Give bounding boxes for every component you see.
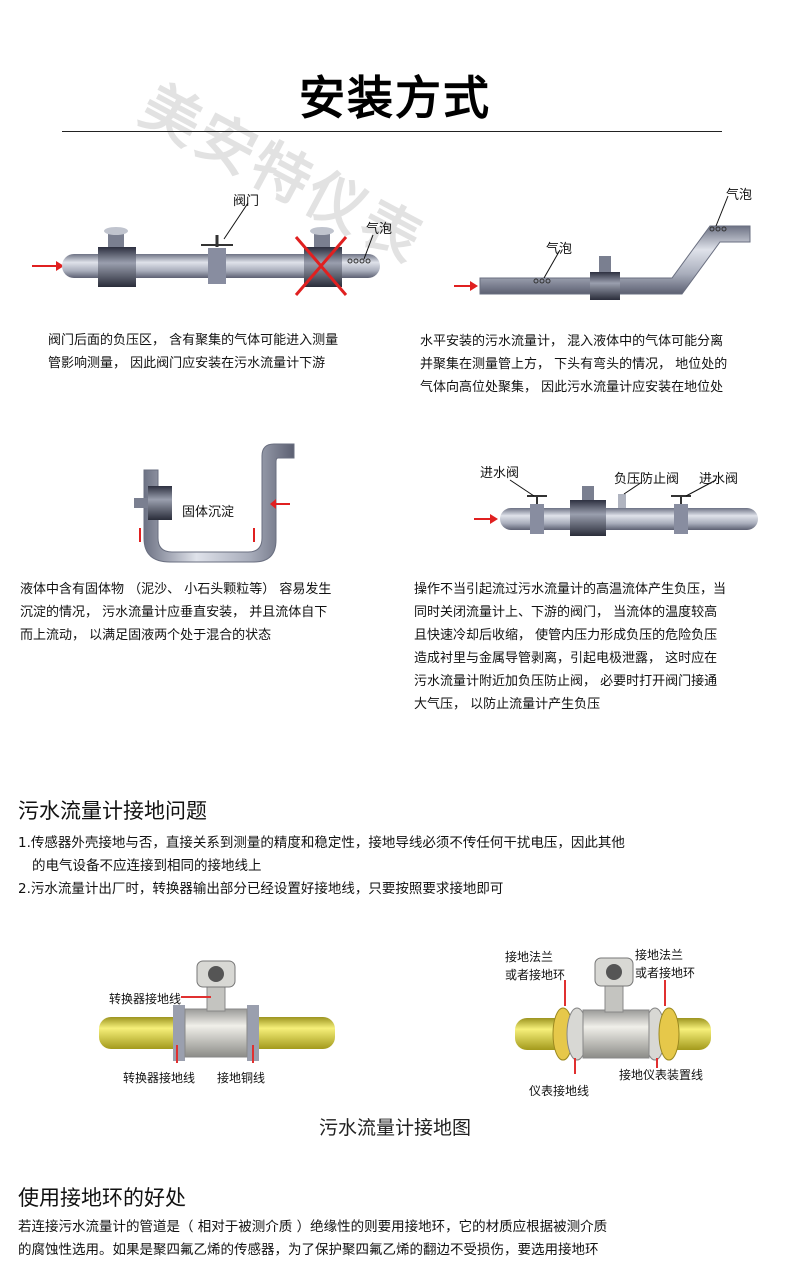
grounding-figure-right: 接地法兰 或者接地环 接地法兰 或者接地环 仪表接地线 接地仪表装置线	[505, 940, 765, 1100]
grounding-figure-left: 转换器接地线 转换器接地线 接地铜线	[95, 945, 345, 1090]
page-title: 安装方式	[299, 71, 491, 125]
negative-pressure-drawing	[474, 479, 758, 536]
valve-text: 阀门后面的负压区， 含有聚集的气体可能进入测量 管影响测量， 因此阀门应安装在污…	[48, 333, 339, 371]
label-check-valve: 负压防止阀	[614, 472, 680, 487]
ring-heading: 使用接地环的好处	[18, 1186, 186, 1210]
label-meter-ground: 仪表接地线	[529, 1084, 590, 1098]
title-divider	[62, 131, 722, 132]
label-flange-left-2: 或者接地环	[505, 968, 566, 982]
label-bubble-top: 气泡	[726, 188, 753, 203]
vertical-text: 液体中含有固体物 （泥沙、 小石头颗粒等） 容易发生 沉淀的情况， 污水流量计应…	[20, 582, 332, 643]
grounding-heading: 污水流量计接地问题	[18, 799, 207, 823]
label-bubble-low: 气泡	[546, 242, 573, 257]
grounding-left-drawing	[99, 960, 335, 1063]
negative-pressure-diagram: 进水阀 负压防止阀 进水阀	[470, 462, 770, 552]
horizontal-diagram-drawing	[454, 195, 751, 300]
flow-arrow-head-icon	[56, 261, 64, 271]
label-flange-left-1: 接地法兰	[505, 950, 554, 964]
label-solid: 固体沉淀	[182, 501, 235, 520]
label-bubble: 气泡	[366, 222, 393, 237]
valve-diagram-drawing	[32, 202, 380, 296]
label-inlet-left: 进水阀	[480, 466, 520, 481]
label-valve: 阀门	[233, 194, 260, 209]
label-flange-right-1: 接地法兰	[635, 948, 684, 962]
horizontal-diagram: 气泡 气泡	[450, 180, 770, 310]
label-converter-ground-bottom: 转换器接地线	[123, 1071, 196, 1085]
negative-pressure-text: 操作不当引起流过污水流量计的高温流体产生负压，当 同时关闭流量计上、下游的阀门，…	[414, 582, 727, 712]
valve-diagram: 阀门 气泡	[28, 194, 398, 305]
grounding-caption: 污水流量计接地图	[318, 1117, 471, 1139]
label-ground-device: 接地仪表装置线	[619, 1068, 704, 1082]
label-copper-wire: 接地铜线	[217, 1071, 266, 1085]
grounding-right-drawing	[515, 957, 711, 1074]
label-flange-right-2: 或者接地环	[635, 966, 696, 980]
label-inlet-right: 进水阀	[699, 472, 739, 487]
grounding-text: 1.传感器外壳接地与否，直接关系到测量的精度和稳定性，接地导线必须不传任何干扰电…	[18, 835, 625, 897]
vertical-diagram: 固体沉淀	[130, 440, 310, 563]
ring-text: 若连接污水流量计的管道是（ 相对于被测介质 ）绝缘性的则要用接地环，它的材质应根…	[18, 1219, 608, 1258]
vertical-diagram-drawing	[134, 443, 295, 563]
label-converter-ground-top: 转换器接地线	[109, 992, 182, 1006]
horizontal-text: 水平安装的污水流量计， 混入液体中的气体可能分离 并聚集在测量管上方， 下头有弯…	[420, 334, 728, 395]
